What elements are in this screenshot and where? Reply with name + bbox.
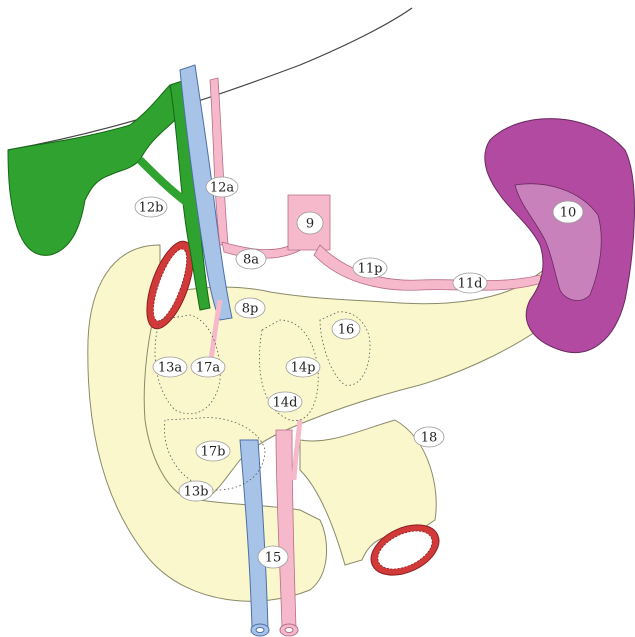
node-label-text: 11p — [358, 262, 383, 277]
node-label-13b: 13b — [179, 481, 213, 501]
node-label-text: 8a — [243, 253, 259, 268]
node-label-text: 13b — [184, 485, 209, 500]
liver-outline — [8, 8, 412, 150]
sma-branch — [294, 420, 300, 480]
node-label-12b: 12b — [135, 197, 167, 217]
node-label-text: 14d — [273, 396, 298, 411]
node-label-text: 16 — [338, 323, 355, 338]
node-label-text: 12a — [210, 181, 235, 196]
node-label-text: 11d — [458, 277, 483, 292]
node-label-17a: 17a — [191, 357, 225, 377]
node-label-13a: 13a — [153, 357, 187, 377]
node-label-text: 8p — [242, 302, 259, 317]
splenic-artery — [314, 245, 542, 290]
node-label-text: 12b — [139, 201, 164, 216]
node-label-text: 15 — [265, 551, 282, 566]
node-label-16: 16 — [332, 319, 360, 339]
smv-lumen — [256, 628, 264, 633]
node-label-14d: 14d — [268, 392, 302, 412]
node-label-text: 13a — [158, 361, 183, 376]
node-label-15: 15 — [258, 546, 288, 568]
node-label-8a: 8a — [236, 249, 266, 269]
node-label-text: 14p — [291, 361, 316, 376]
node-label-text: 9 — [306, 217, 314, 232]
node-label-10: 10 — [553, 201, 583, 223]
aorta-lumen — [285, 628, 293, 633]
node-label-text: 18 — [421, 431, 438, 446]
node-label-8p: 8p — [235, 298, 265, 318]
node-label-11p: 11p — [353, 258, 387, 278]
node-label-text: 10 — [560, 206, 577, 221]
node-label-12a: 12a — [206, 177, 238, 197]
node-label-11d: 11d — [453, 273, 487, 293]
node-label-text: 17b — [201, 445, 226, 460]
node-label-18: 18 — [414, 427, 444, 447]
node-label-17b: 17b — [196, 441, 230, 461]
node-label-9: 9 — [297, 212, 323, 234]
node-label-14p: 14p — [286, 357, 320, 377]
node-label-text: 17a — [196, 361, 221, 376]
